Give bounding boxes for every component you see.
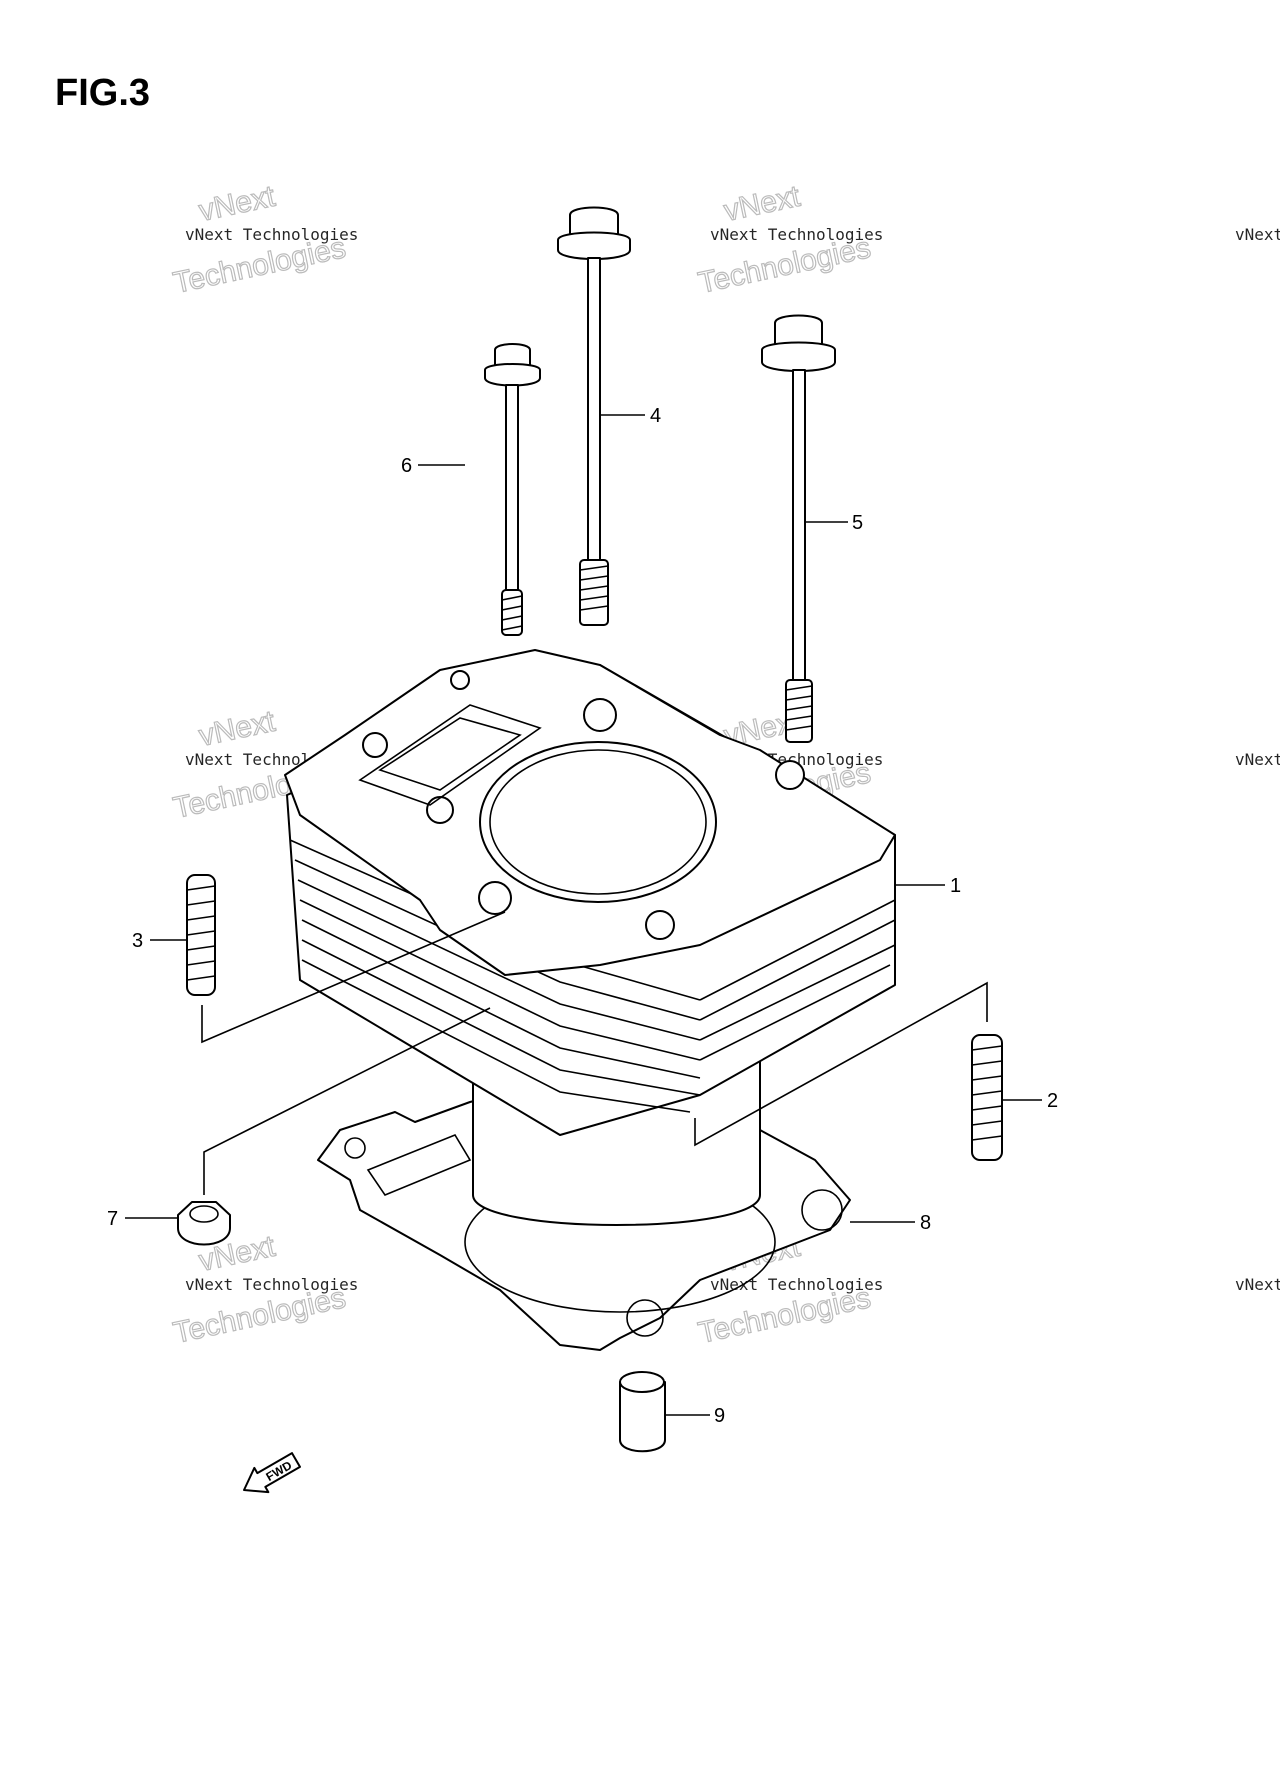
callout-label-5: 5 [852, 512, 863, 534]
svg-text:vNext Technologies: vNext Technologies [710, 1275, 883, 1294]
callout-4[interactable]: 4 [600, 405, 661, 427]
callout-7[interactable]: 7 [107, 1208, 178, 1230]
callout-label-9: 9 [714, 1405, 725, 1427]
callout-label-7: 7 [107, 1208, 118, 1230]
bolt-part-6[interactable] [484, 343, 541, 636]
svg-text:vNext Technologies: vNext Technologies [185, 1275, 358, 1294]
svg-text:vNext Technologies: vNext Technologies [185, 225, 358, 244]
callout-label-3: 3 [132, 930, 143, 952]
callouts: 1 2 3 4 5 6 7 8 [107, 405, 1058, 1427]
bolt-part-4[interactable] [557, 206, 631, 626]
svg-text:vNext: vNext [196, 705, 279, 753]
figure-title: FIG.3 [55, 72, 151, 114]
callout-2[interactable]: 2 [1002, 1090, 1058, 1112]
forward-arrow-icon: FWD [243, 1452, 301, 1494]
callout-1[interactable]: 1 [895, 875, 961, 897]
svg-text:vNext: vNext [196, 180, 279, 228]
callout-3[interactable]: 3 [132, 930, 187, 952]
nut-part-7[interactable] [177, 1007, 491, 1246]
stud-bolt-part-2[interactable] [694, 981, 1003, 1161]
callout-label-2: 2 [1047, 1090, 1058, 1112]
callout-label-6: 6 [401, 455, 412, 477]
callout-6[interactable]: 6 [401, 455, 465, 477]
bolt-part-5[interactable] [761, 314, 836, 743]
thread-lines [501, 595, 523, 631]
svg-text:vNext Technologies: vNext Technologies [1235, 750, 1280, 769]
callout-label-1: 1 [950, 875, 961, 897]
svg-text:vNext: vNext [721, 180, 804, 228]
svg-text:vNext Technologies: vNext Technologies [710, 225, 883, 244]
svg-text:vNext Technologies: vNext Technologies [1235, 1275, 1280, 1294]
callout-5[interactable]: 5 [805, 512, 863, 534]
watermark: vNext Technologies vNext Technologies [170, 179, 359, 300]
cylinder-part-1[interactable] [284, 649, 896, 1226]
watermark: vNext Technologies [1235, 225, 1280, 244]
watermark: vNext Technologies vNext Technologies [170, 1229, 359, 1350]
stud-bolt-part-3[interactable] [186, 874, 506, 1044]
svg-text:vNext Technologies: vNext Technologies [1235, 225, 1280, 244]
watermark: vNext Technologies vNext Technologies [695, 179, 884, 300]
dowel-pin-part-9[interactable] [619, 1371, 666, 1453]
watermark: vNext Technologies [1235, 750, 1280, 769]
thread-lines [785, 685, 813, 731]
callout-label-8: 8 [920, 1212, 931, 1234]
callout-label-4: 4 [650, 405, 661, 427]
callout-9[interactable]: 9 [665, 1405, 725, 1427]
watermark: vNext Technologies [1235, 1275, 1280, 1294]
thread-lines [579, 565, 609, 611]
callout-8[interactable]: 8 [850, 1212, 931, 1234]
